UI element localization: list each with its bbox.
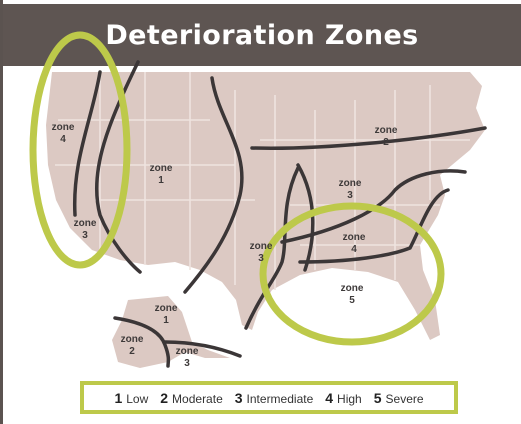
legend-item-severe: 5 Severe — [373, 389, 424, 406]
state-borders — [55, 72, 470, 290]
southeast-highlight — [259, 202, 445, 346]
page-title: Deterioration Zones — [105, 19, 419, 51]
legend-item-high: 4 High — [325, 389, 362, 406]
us-landmass — [46, 72, 485, 340]
alaska-landmass — [112, 296, 230, 368]
west-coast-highlight — [29, 31, 131, 269]
zone-boundaries — [72, 60, 487, 368]
legend-item-low: 1 Low — [114, 389, 149, 406]
zone-legend: 1 Low 2 Moderate 3 Intermediate 4 High 5… — [80, 381, 458, 414]
legend-item-intermediate: 3 Intermediate — [234, 389, 314, 406]
legend-item-moderate: 2 Moderate — [160, 389, 223, 406]
